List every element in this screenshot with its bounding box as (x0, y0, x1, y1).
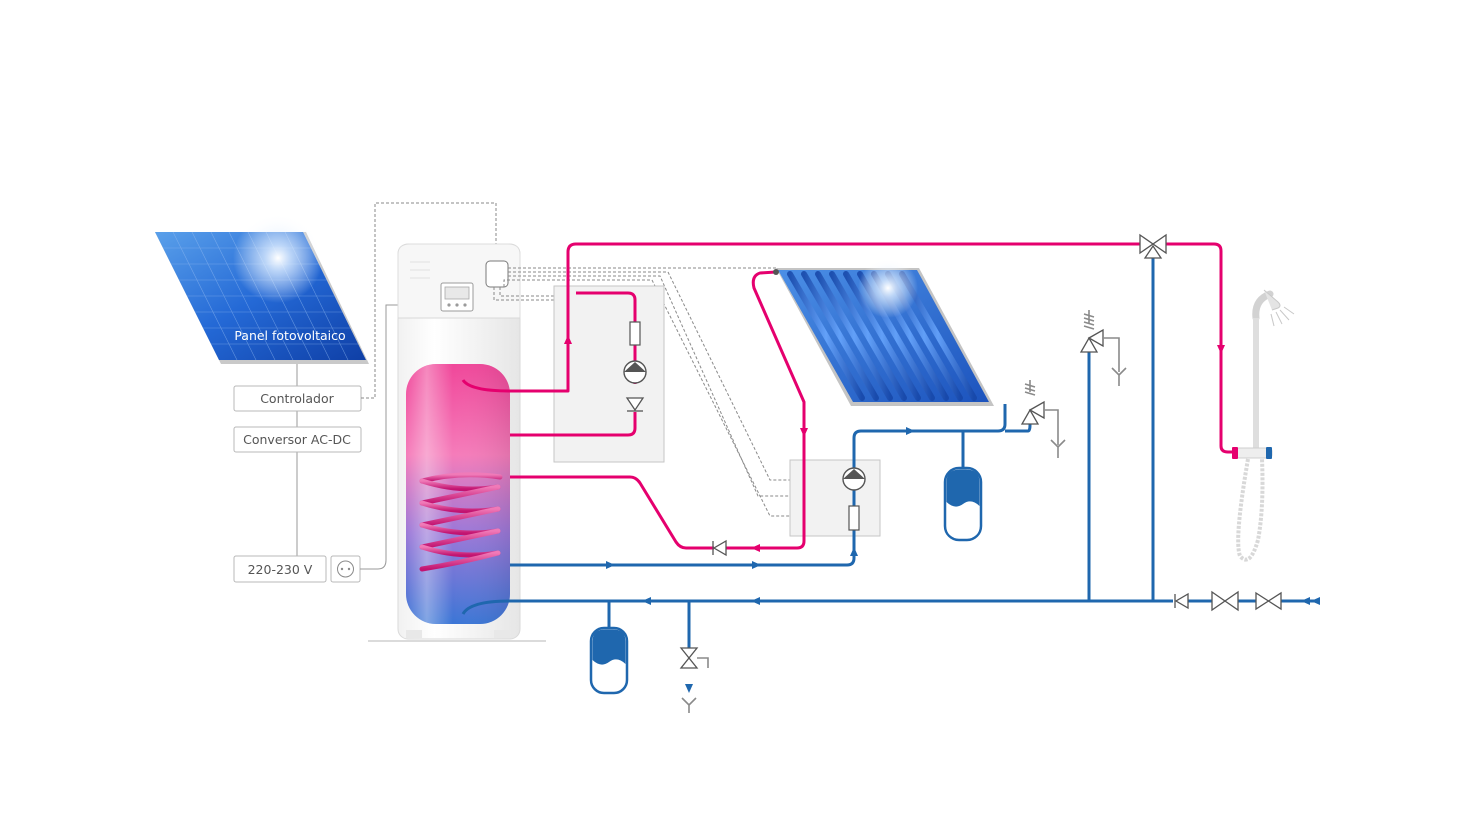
solar-thermal-collector-icon (773, 258, 994, 406)
converter-box (233, 426, 362, 453)
flow-meter-icon (629, 321, 641, 346)
voltage-label: 220-230 V (248, 562, 313, 577)
heat-pump-water-heater-icon (368, 243, 546, 642)
hot-water-pipes (510, 242, 1236, 550)
check-valve-icon (712, 539, 727, 557)
flow-meter-icon (848, 505, 860, 531)
expansion-vessel-icon (943, 466, 983, 542)
safety-valve-icon (1079, 310, 1127, 386)
controller-label: Controlador (260, 391, 334, 406)
heat-pump-station (553, 285, 665, 463)
mixing-valve-icon (1139, 233, 1167, 259)
solar-pv-panel-icon (155, 213, 369, 364)
check-valve-icon (625, 397, 645, 412)
shutoff-valve-icon (1211, 590, 1239, 612)
check-valve-icon (1174, 592, 1189, 610)
voltage-box (233, 555, 327, 583)
converter-label: Conversor AC-DC (243, 432, 351, 447)
drain-valve-icon (679, 647, 709, 713)
heater-control-box (485, 260, 509, 288)
power-cable (360, 304, 398, 570)
power-socket-icon (330, 555, 361, 583)
cold-water-pipes (510, 252, 1320, 648)
safety-valve-icon (1020, 380, 1066, 458)
pv-panel-label: Panel fotovoltaico (234, 328, 345, 343)
shower-icon (1232, 289, 1295, 562)
pump-icon (623, 360, 647, 384)
pump-icon (842, 467, 866, 491)
expansion-vessel-icon (589, 626, 629, 695)
pressure-reducer-icon (1255, 591, 1282, 611)
hot-flow-arrows (564, 335, 1225, 552)
cold-flow-arrows (606, 427, 1320, 693)
